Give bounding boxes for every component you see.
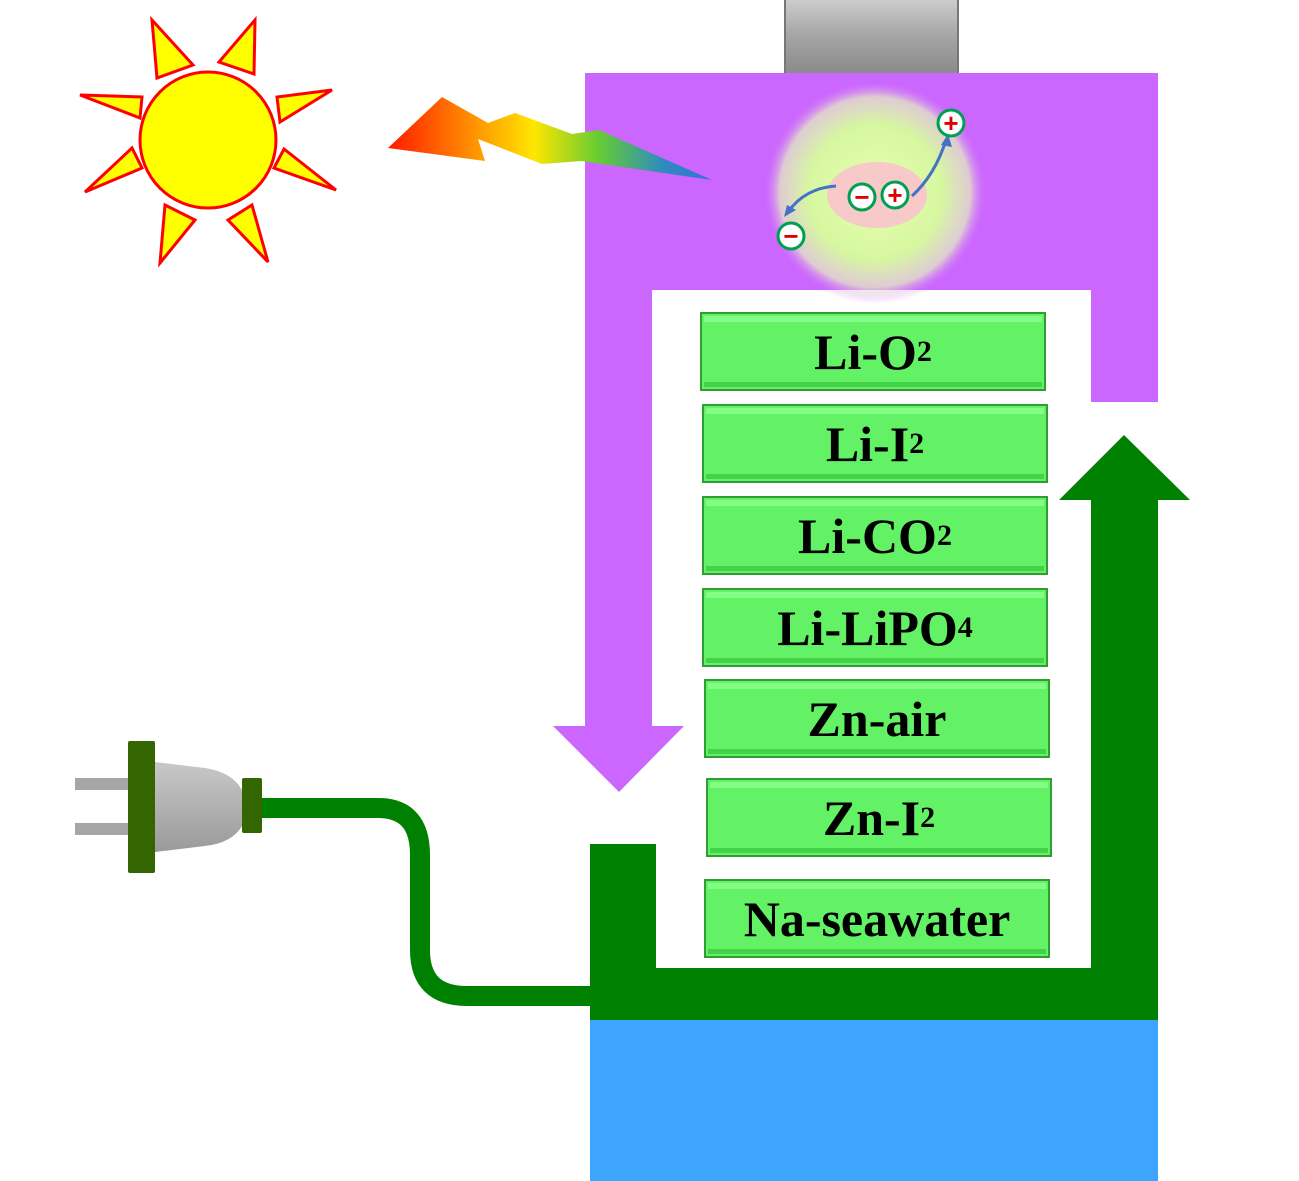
battery-layer-label: Na-seawater: [705, 880, 1049, 957]
battery-terminal: [784, 0, 959, 75]
battery-layer-label: Zn-air: [705, 680, 1049, 757]
battery-type-name: Zn-air: [807, 690, 947, 747]
battery-layer: [702, 496, 1048, 575]
free-negative-charge-icon: −: [776, 221, 806, 251]
svg-text:+: +: [943, 108, 958, 138]
battery-layer: [700, 312, 1046, 391]
green-charging-path: [590, 435, 1190, 1020]
blue-base: [590, 1020, 1158, 1181]
battery-layers: [700, 312, 1052, 958]
positive-charge-icon: +: [880, 180, 910, 210]
free-positive-charge-icon: +: [936, 108, 966, 138]
power-cord: [262, 798, 590, 1006]
battery-layer: [702, 404, 1048, 483]
purple-charging-path: [553, 73, 1158, 792]
lightning-icon: [388, 97, 712, 180]
battery-type-name: Na-seawater: [743, 890, 1011, 947]
battery-layer: [706, 778, 1052, 857]
negative-charge-icon: −: [847, 182, 877, 212]
charge-separation-icon: − + − +: [763, 80, 987, 304]
battery-layer: [704, 879, 1050, 958]
sun-icon: [79, 15, 337, 268]
battery-type-name: Zn-I: [822, 789, 921, 846]
battery-type-name: Li-LiPO: [777, 599, 958, 656]
battery-type-name: Li-I: [825, 415, 910, 472]
battery-layer: [702, 588, 1048, 667]
battery-type-name: Li-O: [814, 323, 917, 380]
plug-icon: [75, 741, 262, 873]
svg-text:−: −: [854, 182, 869, 212]
svg-text:+: +: [887, 180, 902, 210]
svg-text:−: −: [783, 221, 798, 251]
battery-layer: [704, 679, 1050, 758]
battery-type-name: Li-CO: [798, 507, 937, 564]
